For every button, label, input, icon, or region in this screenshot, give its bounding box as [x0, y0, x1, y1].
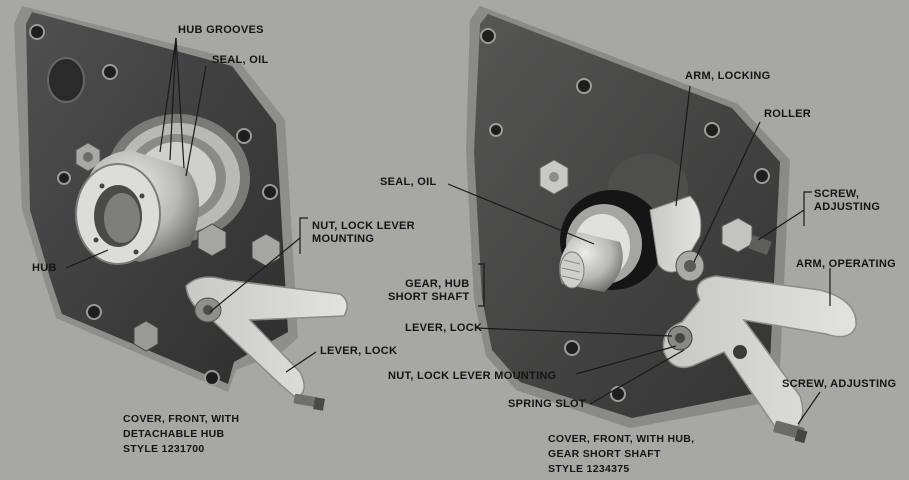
- label-screw-adjusting-top: SCREW, ADJUSTING: [814, 188, 880, 214]
- label-screw-top-line1: SCREW,: [814, 188, 860, 200]
- label-nut-lock-lever-mounting-right: NUT, LOCK LEVER MOUNTING: [388, 370, 557, 382]
- label-gear-hub-line1: GEAR, HUB: [405, 278, 470, 290]
- label-seal-oil-right: SEAL, OIL: [380, 176, 437, 188]
- label-arm-locking: ARM, LOCKING: [685, 70, 771, 82]
- label-lever-lock-right: LEVER, LOCK: [405, 322, 483, 334]
- label-roller: ROLLER: [764, 108, 812, 120]
- label-seal-oil-left: SEAL, OIL: [212, 54, 269, 66]
- leader-lines: [65, 37, 831, 425]
- label-hub: HUB: [32, 262, 57, 274]
- label-hub-grooves: HUB GROOVES: [178, 24, 264, 36]
- label-arm-operating: ARM, OPERATING: [796, 258, 896, 270]
- label-spring-slot: SPRING SLOT: [508, 398, 586, 410]
- caption-left-line2: DETACHABLE HUB: [123, 428, 225, 440]
- label-gear-hub-line2: SHORT SHAFT: [388, 291, 470, 303]
- right-assembly-drawing: [466, 6, 857, 444]
- caption-right-line1: COVER, FRONT, WITH HUB,: [548, 433, 695, 445]
- label-nut-lock-lever-mounting-left: NUT, LOCK LEVER MOUNTING: [312, 220, 415, 246]
- caption-right-line2: GEAR SHORT SHAFT: [548, 448, 661, 460]
- label-lever-lock-left: LEVER, LOCK: [320, 345, 398, 357]
- caption-right: COVER, FRONT, WITH HUB, GEAR SHORT SHAFT…: [548, 432, 694, 477]
- label-gear-hub-short-shaft: GEAR, HUB SHORT SHAFT: [388, 278, 470, 304]
- caption-left-line3: STYLE 1231700: [123, 443, 205, 455]
- caption-right-line3: STYLE 1234375: [548, 463, 630, 475]
- caption-left-line1: COVER, FRONT, WITH: [123, 413, 240, 425]
- label-nut-lock-lever-line1: NUT, LOCK LEVER: [312, 220, 415, 232]
- caption-left: COVER, FRONT, WITH DETACHABLE HUB STYLE …: [123, 412, 239, 457]
- label-screw-adjusting-bottom: SCREW, ADJUSTING: [782, 378, 897, 390]
- label-nut-lock-lever-line2: MOUNTING: [312, 233, 375, 245]
- label-screw-top-line2: ADJUSTING: [814, 201, 881, 213]
- left-assembly-drawing: [14, 6, 348, 411]
